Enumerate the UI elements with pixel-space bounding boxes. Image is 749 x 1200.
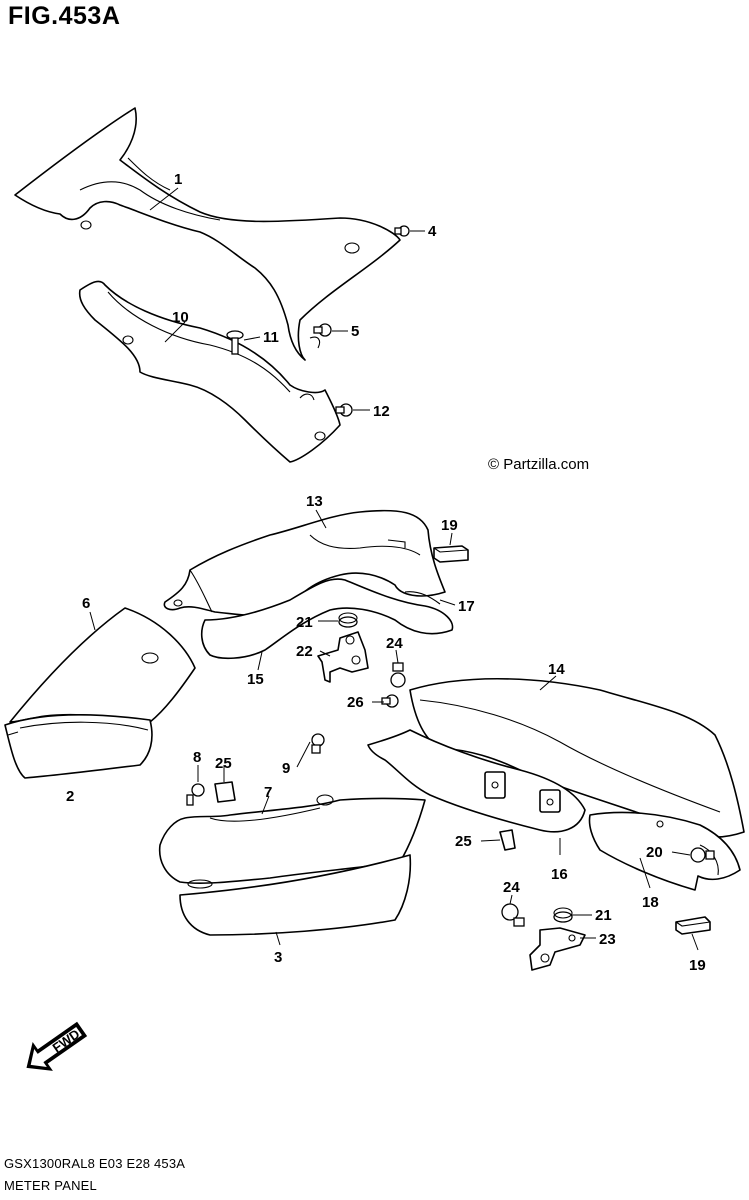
part-20-screw[interactable] — [690, 847, 715, 863]
part-6-left-cover[interactable] — [9, 607, 196, 723]
callout-5: 5 — [351, 323, 359, 340]
callout-8: 8 — [193, 749, 201, 766]
callout-3: 3 — [274, 949, 282, 966]
part-23-bracket[interactable] — [529, 927, 586, 971]
callout-24-lower: 24 — [503, 879, 520, 896]
callout-9: 9 — [282, 760, 290, 777]
callout-22: 22 — [296, 643, 313, 660]
callout-21-lower: 21 — [595, 907, 612, 924]
callout-1: 1 — [174, 171, 182, 188]
part-15-frame-lower[interactable] — [200, 578, 454, 660]
section-name: METER PANEL — [4, 1178, 97, 1193]
copyright-notice: © Partzilla.com — [488, 456, 590, 473]
callout-10: 10 — [172, 309, 189, 326]
callout-18: 18 — [642, 894, 659, 911]
callout-15: 15 — [247, 671, 264, 688]
callout-25-right: 25 — [455, 833, 472, 850]
part-25-nut-right[interactable] — [499, 829, 516, 851]
leader-lines — [89, 187, 699, 951]
model-code: GSX1300RAL8 E03 E28 453A — [4, 1156, 186, 1171]
part-10-inner-panel[interactable] — [78, 280, 341, 463]
part-5-screw[interactable] — [313, 323, 332, 337]
callout-19-top: 19 — [441, 517, 458, 534]
part-12-screw[interactable] — [335, 403, 353, 417]
callout-7: 7 — [264, 784, 272, 801]
callout-16: 16 — [551, 866, 568, 883]
part-19-cushion-lower[interactable] — [675, 916, 711, 935]
callout-14: 14 — [548, 661, 565, 678]
callout-21-top: 21 — [296, 614, 313, 631]
fwd-arrow-icon: FWD — [26, 1021, 88, 1071]
part-2-left-cover-lower[interactable] — [4, 714, 153, 779]
part-11-screw[interactable] — [226, 330, 244, 355]
part-24-bolt-lower[interactable] — [501, 903, 525, 927]
callout-20: 20 — [646, 844, 663, 861]
callout-2: 2 — [66, 788, 74, 805]
callout-25-left: 25 — [215, 755, 232, 772]
part-16-panel[interactable] — [367, 729, 586, 833]
callout-24-top: 24 — [386, 635, 403, 652]
part-13-frame[interactable] — [163, 509, 446, 617]
part-7-cover[interactable] — [158, 794, 426, 889]
callout-11: 11 — [263, 329, 279, 346]
part-25-nut-left[interactable] — [214, 781, 236, 803]
part-21-grommet-top[interactable] — [338, 612, 358, 628]
part-8-screw[interactable] — [186, 783, 205, 806]
part-22-bracket[interactable] — [317, 631, 369, 683]
part-19-cushion-top[interactable] — [433, 545, 469, 563]
part-4-screw[interactable] — [394, 225, 410, 237]
part-9-screw[interactable] — [311, 733, 325, 754]
callout-26: 26 — [347, 694, 364, 711]
callout-23: 23 — [599, 931, 616, 948]
callout-4: 4 — [428, 223, 437, 240]
part-24-bolt-top[interactable] — [390, 662, 406, 688]
callout-labels: 1 4 10 11 5 12 13 19 17 6 21 22 24 15 14… — [66, 171, 706, 974]
callout-19-lower: 19 — [689, 957, 706, 974]
callout-13: 13 — [306, 493, 323, 510]
callout-17: 17 — [458, 598, 475, 615]
part-26-screw[interactable] — [381, 694, 399, 708]
callout-6: 6 — [82, 595, 90, 612]
callout-12: 12 — [373, 403, 390, 420]
part-21-grommet-lower[interactable] — [553, 907, 573, 923]
part-1-upper-panel[interactable] — [14, 107, 401, 361]
figure-title: FIG.453A — [8, 2, 121, 30]
part-3-cover-lower[interactable] — [179, 854, 412, 936]
